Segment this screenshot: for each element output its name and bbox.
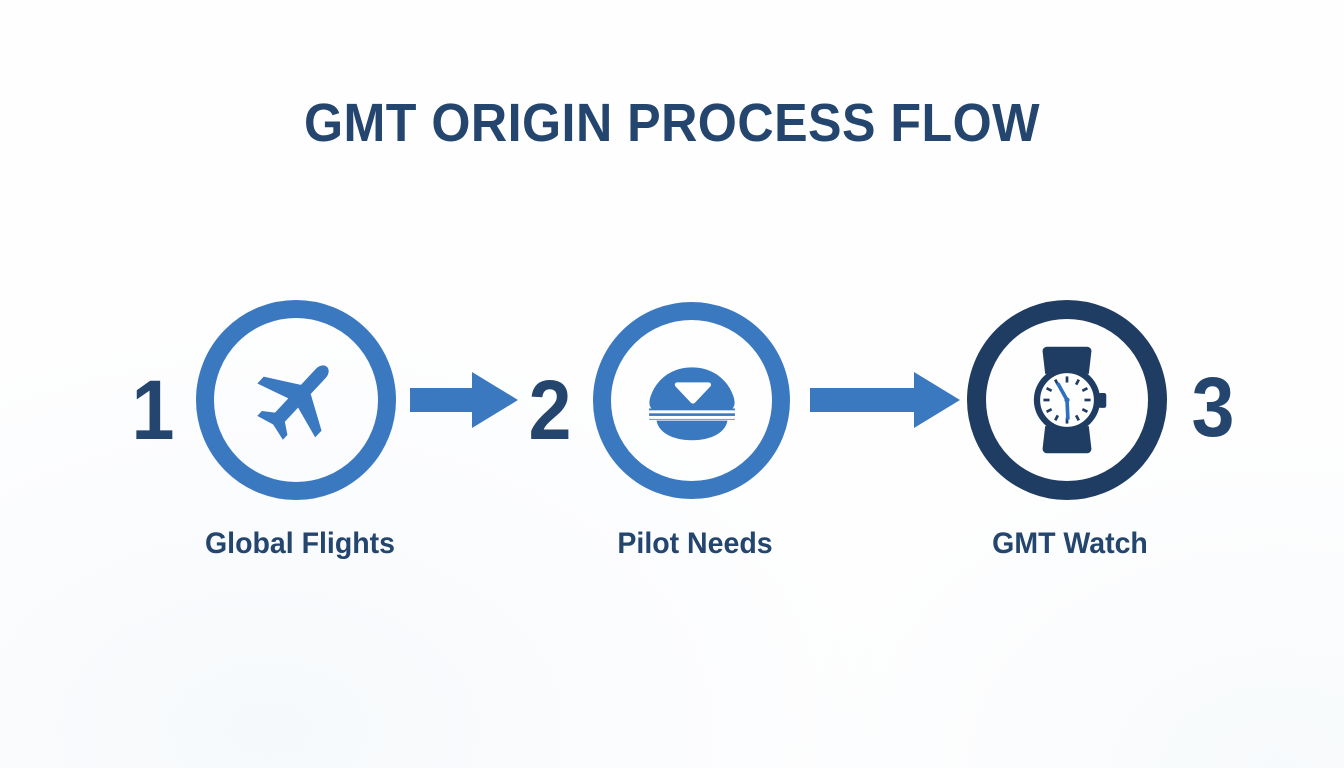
step-number-3: 3 [1191, 360, 1235, 454]
step-circle-1[interactable] [196, 300, 396, 500]
page-title: GMT ORIGIN PROCESS FLOW [303, 93, 1041, 153]
airplane-icon [214, 318, 378, 482]
step-label-2: Pilot Needs [617, 527, 773, 560]
step-circle-3[interactable] [967, 300, 1167, 500]
step-label-3: GMT Watch [992, 527, 1148, 560]
step-number-2: 2 [528, 363, 572, 457]
wristwatch-icon [986, 319, 1148, 481]
arrow-1-to-2-icon [410, 370, 518, 430]
step-label-1: Global Flights [205, 527, 395, 560]
arrow-2-to-3-icon [810, 370, 960, 430]
pilot-cap-icon [611, 320, 772, 481]
step-number-1: 1 [131, 363, 175, 457]
step-circle-2[interactable] [593, 302, 790, 499]
